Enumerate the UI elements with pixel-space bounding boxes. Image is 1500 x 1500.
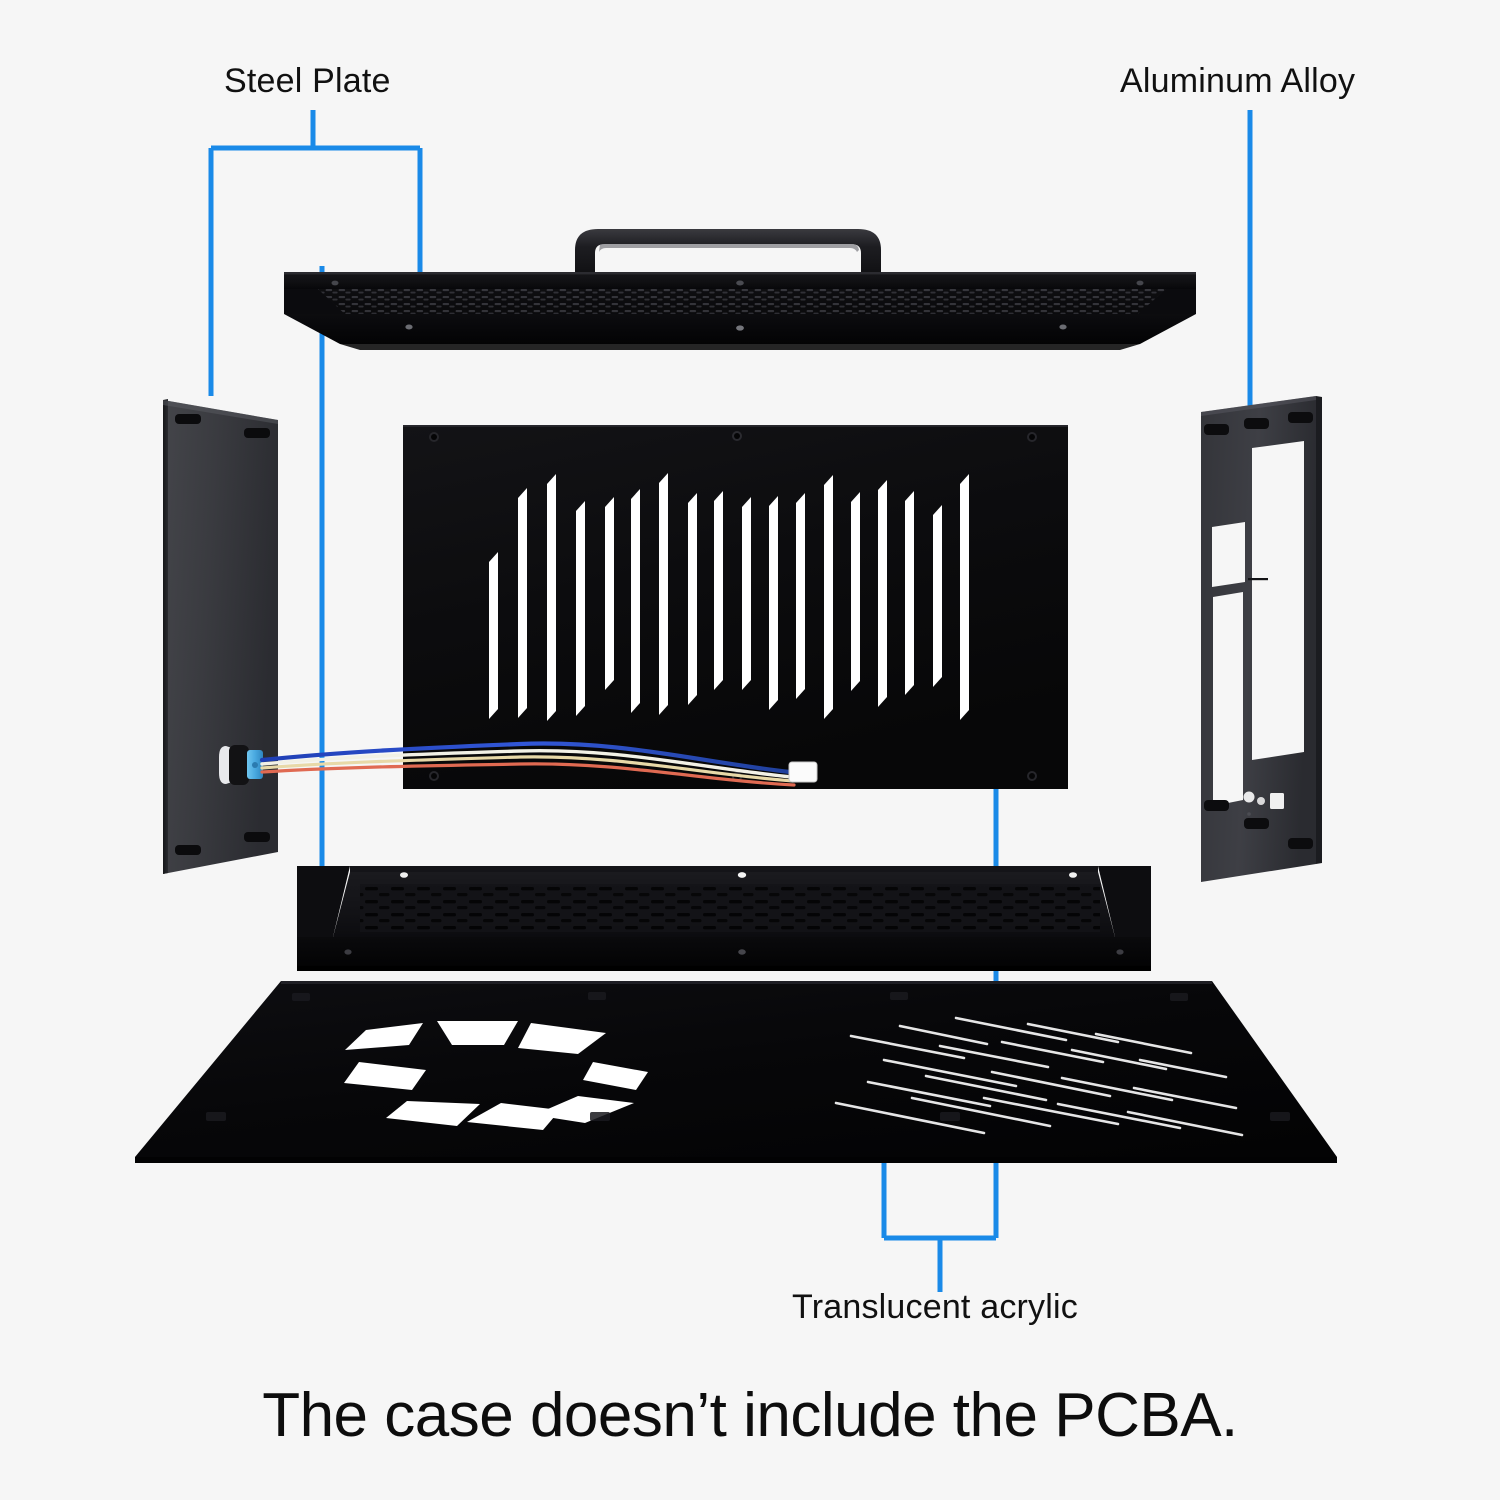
acrylic-fan-grille bbox=[344, 1021, 648, 1130]
part-top-panel bbox=[284, 229, 1196, 350]
tray-front-face bbox=[297, 937, 1151, 971]
top-panel-top-highlight bbox=[284, 272, 1196, 275]
right-panel-mounting-tabs bbox=[1204, 412, 1313, 849]
wire-white bbox=[260, 749, 794, 779]
center-panel-vent-slots bbox=[489, 473, 969, 721]
right-panel-port-holes bbox=[1243, 791, 1284, 816]
wire-red bbox=[260, 762, 796, 787]
right-panel-divider-mark bbox=[1248, 578, 1268, 581]
top-panel-screw-holes-lower bbox=[405, 324, 1067, 331]
right-panel-edge bbox=[1316, 396, 1322, 864]
right-panel-top-highlight bbox=[1201, 396, 1316, 416]
power-button-ring bbox=[219, 746, 232, 784]
wire-blue bbox=[259, 741, 793, 775]
acrylic-standoff-pads bbox=[206, 992, 1290, 1121]
wire-harness bbox=[259, 741, 818, 787]
power-button-led bbox=[252, 762, 258, 768]
part-base-sheet-acrylic bbox=[135, 981, 1337, 1163]
power-button-body bbox=[229, 745, 249, 785]
label-aluminum-alloy: Aluminum Alloy bbox=[1120, 62, 1356, 100]
part-right-io-panel bbox=[1201, 396, 1322, 882]
acrylic-diagonal-vents bbox=[834, 1016, 1244, 1137]
center-panel-face bbox=[403, 425, 1068, 789]
part-left-side-panel bbox=[163, 399, 278, 874]
acrylic-top-edge bbox=[281, 981, 1212, 984]
tray-left-wall bbox=[297, 866, 350, 937]
left-panel-top-highlight bbox=[163, 400, 278, 424]
part-center-vent-panel bbox=[403, 425, 1068, 789]
right-panel-vertical-slot bbox=[1213, 592, 1243, 806]
tray-floor-mesh bbox=[360, 884, 1100, 932]
left-panel-face bbox=[163, 400, 278, 874]
right-panel-main-cutout-inner bbox=[1256, 446, 1300, 755]
callout-steel-plate bbox=[208, 110, 423, 922]
tray-screw-holes bbox=[344, 872, 1124, 955]
acrylic-face bbox=[135, 981, 1337, 1157]
tray-right-wall bbox=[1098, 866, 1151, 937]
wire-yellow bbox=[260, 755, 795, 783]
acrylic-bottom-edge bbox=[135, 1157, 1337, 1163]
tray-back-wall-top bbox=[350, 866, 1098, 872]
label-steel-plate: Steel Plate bbox=[224, 62, 391, 100]
power-button-assembly[interactable] bbox=[219, 745, 263, 785]
right-panel-secondary-cutout bbox=[1212, 522, 1245, 587]
top-panel-screw-holes-upper bbox=[331, 280, 1144, 286]
carry-handle bbox=[575, 229, 881, 288]
left-panel-mounting-tabs bbox=[175, 414, 270, 855]
handle-highlight bbox=[599, 244, 859, 252]
figure-caption: The case doesn’t include the PCBA. bbox=[262, 1381, 1238, 1450]
part-bottom-tray bbox=[297, 866, 1151, 971]
tray-front-edge bbox=[297, 966, 1151, 971]
top-panel-skirt-edge bbox=[340, 344, 1140, 350]
wire-connector bbox=[788, 761, 818, 783]
label-translucent-acrylic: Translucent acrylic bbox=[792, 1288, 1078, 1326]
center-panel-top-edge bbox=[403, 425, 1068, 427]
left-panel-edge bbox=[163, 399, 168, 874]
